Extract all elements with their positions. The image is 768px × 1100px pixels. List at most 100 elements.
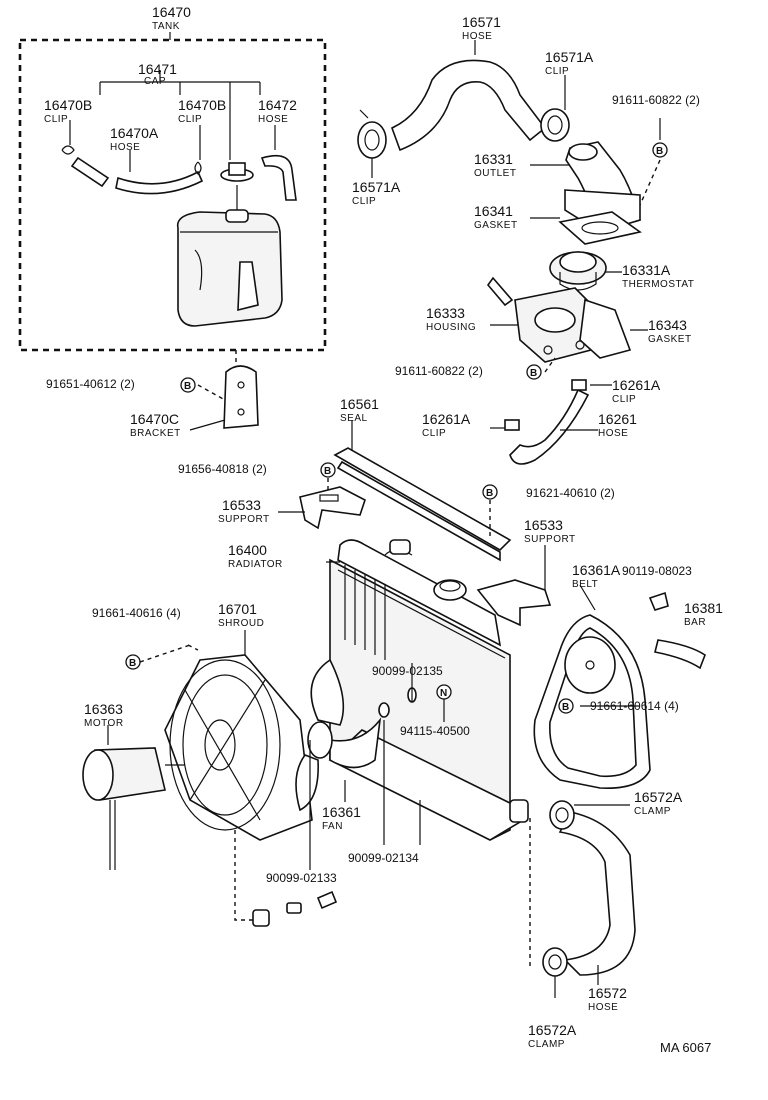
svg-text:16572A: 16572A bbox=[634, 789, 683, 805]
svg-text:16333: 16333 bbox=[426, 305, 465, 321]
svg-text:GASKET: GASKET bbox=[648, 334, 692, 345]
marker-b-bracket: B bbox=[180, 377, 196, 393]
svg-text:16361A: 16361A bbox=[572, 562, 621, 578]
adjusting-bolt bbox=[648, 591, 669, 611]
svg-text:HOUSING: HOUSING bbox=[426, 322, 476, 333]
svg-text:CLIP: CLIP bbox=[612, 394, 636, 405]
svg-text:B: B bbox=[129, 658, 136, 669]
marker-b-belt: B bbox=[558, 698, 574, 714]
outlet-gasket bbox=[558, 211, 642, 245]
upper-hose-clip-left bbox=[357, 121, 387, 159]
fan-shroud bbox=[164, 654, 313, 841]
tank-overflow-hose bbox=[115, 170, 204, 195]
ref-90099-02134: 90099-02134 bbox=[348, 851, 419, 865]
svg-text:HOSE: HOSE bbox=[588, 1002, 618, 1013]
svg-text:16381: 16381 bbox=[684, 600, 723, 616]
collar bbox=[286, 902, 302, 914]
svg-text:16472: 16472 bbox=[258, 97, 297, 113]
label-16331: 16331 OUTLET bbox=[474, 151, 516, 179]
tank-small-hose-16470a bbox=[70, 156, 110, 188]
marker-n-fan: N bbox=[436, 684, 452, 700]
ref-91651: 91651-40612 (2) bbox=[46, 377, 135, 391]
svg-text:HOSE: HOSE bbox=[258, 114, 288, 125]
svg-text:16470B: 16470B bbox=[178, 97, 226, 113]
marker-b-seal: B bbox=[482, 484, 498, 500]
svg-text:RADIATOR: RADIATOR bbox=[228, 559, 283, 570]
label-16470: 16470 TANK bbox=[152, 4, 191, 32]
bypass-hose bbox=[504, 379, 590, 465]
label-16470B-right: 16470B CLIP bbox=[178, 97, 226, 125]
label-16572A-lower: 16572A CLAMP bbox=[528, 1022, 577, 1050]
svg-text:16470: 16470 bbox=[152, 4, 191, 20]
svg-text:N: N bbox=[440, 688, 447, 699]
label-16571A-lower: 16571A CLIP bbox=[352, 179, 401, 207]
ref-91661-left: 91661-40616 (4) bbox=[92, 606, 181, 620]
lower-hose-clamp-lower bbox=[542, 947, 568, 977]
belt-pulley bbox=[564, 636, 616, 694]
svg-text:TANK: TANK bbox=[152, 21, 180, 32]
svg-text:CAP: CAP bbox=[144, 76, 166, 87]
ref-91611-lower: 91611-60822 (2) bbox=[395, 364, 483, 378]
lower-hose-clamp-upper bbox=[549, 800, 575, 830]
svg-text:BRACKET: BRACKET bbox=[130, 428, 181, 439]
svg-text:HOSE: HOSE bbox=[110, 142, 140, 153]
svg-text:16571A: 16571A bbox=[352, 179, 401, 195]
support-right bbox=[476, 579, 552, 627]
support-left bbox=[299, 486, 366, 530]
svg-text:16361: 16361 bbox=[322, 804, 361, 820]
grommet bbox=[252, 909, 270, 927]
tank-bracket bbox=[223, 365, 259, 429]
label-16341: 16341 GASKET bbox=[474, 203, 518, 231]
marker-b-support-left: B bbox=[320, 462, 336, 478]
upper-radiator-hose bbox=[390, 59, 547, 152]
svg-text:BELT: BELT bbox=[572, 579, 598, 590]
svg-text:16533: 16533 bbox=[524, 517, 563, 533]
reservoir-tank bbox=[176, 209, 283, 327]
label-16261: 16261 HOSE bbox=[598, 411, 637, 439]
lower-radiator-hose bbox=[558, 811, 636, 976]
svg-text:CLIP: CLIP bbox=[545, 66, 569, 77]
label-16343: 16343 GASKET bbox=[648, 317, 692, 345]
svg-text:16470B: 16470B bbox=[44, 97, 92, 113]
svg-text:B: B bbox=[656, 146, 663, 157]
tank-cap bbox=[220, 162, 254, 210]
label-16572A-upper: 16572A CLAMP bbox=[634, 789, 683, 817]
radiator-upper-tank bbox=[337, 539, 502, 647]
upper-hose-clip-right bbox=[540, 108, 570, 142]
svg-text:B: B bbox=[562, 702, 569, 713]
svg-text:16572A: 16572A bbox=[528, 1022, 577, 1038]
housing-gasket bbox=[579, 298, 632, 359]
tank-hose-16472 bbox=[260, 154, 297, 201]
label-16361: 16361 FAN bbox=[322, 804, 361, 832]
svg-text:16261: 16261 bbox=[598, 411, 637, 427]
tank-clip-left bbox=[61, 145, 75, 155]
label-16470B-left: 16470B CLIP bbox=[44, 97, 92, 125]
marker-b-shroud: B bbox=[125, 654, 141, 670]
svg-text:SHROUD: SHROUD bbox=[218, 618, 264, 629]
tank-clip-right bbox=[194, 161, 202, 175]
label-16470A: 16470A HOSE bbox=[110, 125, 159, 153]
ref-90119: 90119-08023 bbox=[622, 564, 692, 578]
svg-text:16572: 16572 bbox=[588, 985, 627, 1001]
ref-91661-right: 91661-60614 (4) bbox=[590, 699, 679, 713]
label-16571: 16571 HOSE bbox=[462, 14, 501, 42]
label-16361A: 16361A BELT bbox=[572, 562, 621, 590]
label-16472: 16472 HOSE bbox=[258, 97, 297, 125]
fan-motor bbox=[82, 747, 185, 870]
svg-text:B: B bbox=[184, 381, 191, 392]
label-16331A: 16331A THERMOSTAT bbox=[622, 262, 694, 290]
radiator-lower-tank bbox=[328, 729, 529, 841]
label-16381: 16381 BAR bbox=[684, 600, 723, 628]
svg-text:OUTLET: OUTLET bbox=[474, 168, 516, 179]
cooling-fan bbox=[295, 658, 382, 812]
svg-text:B: B bbox=[486, 488, 493, 499]
svg-text:GASKET: GASKET bbox=[474, 220, 518, 231]
adjusting-bar bbox=[654, 639, 706, 670]
radiator-cap bbox=[433, 579, 467, 601]
svg-text:16261A: 16261A bbox=[422, 411, 471, 427]
ref-94115: 94115-40500 bbox=[400, 724, 470, 738]
svg-text:B: B bbox=[530, 368, 537, 379]
label-16701: 16701 SHROUD bbox=[218, 601, 264, 629]
ref-90099-02133: 90099-02133 bbox=[266, 871, 337, 885]
